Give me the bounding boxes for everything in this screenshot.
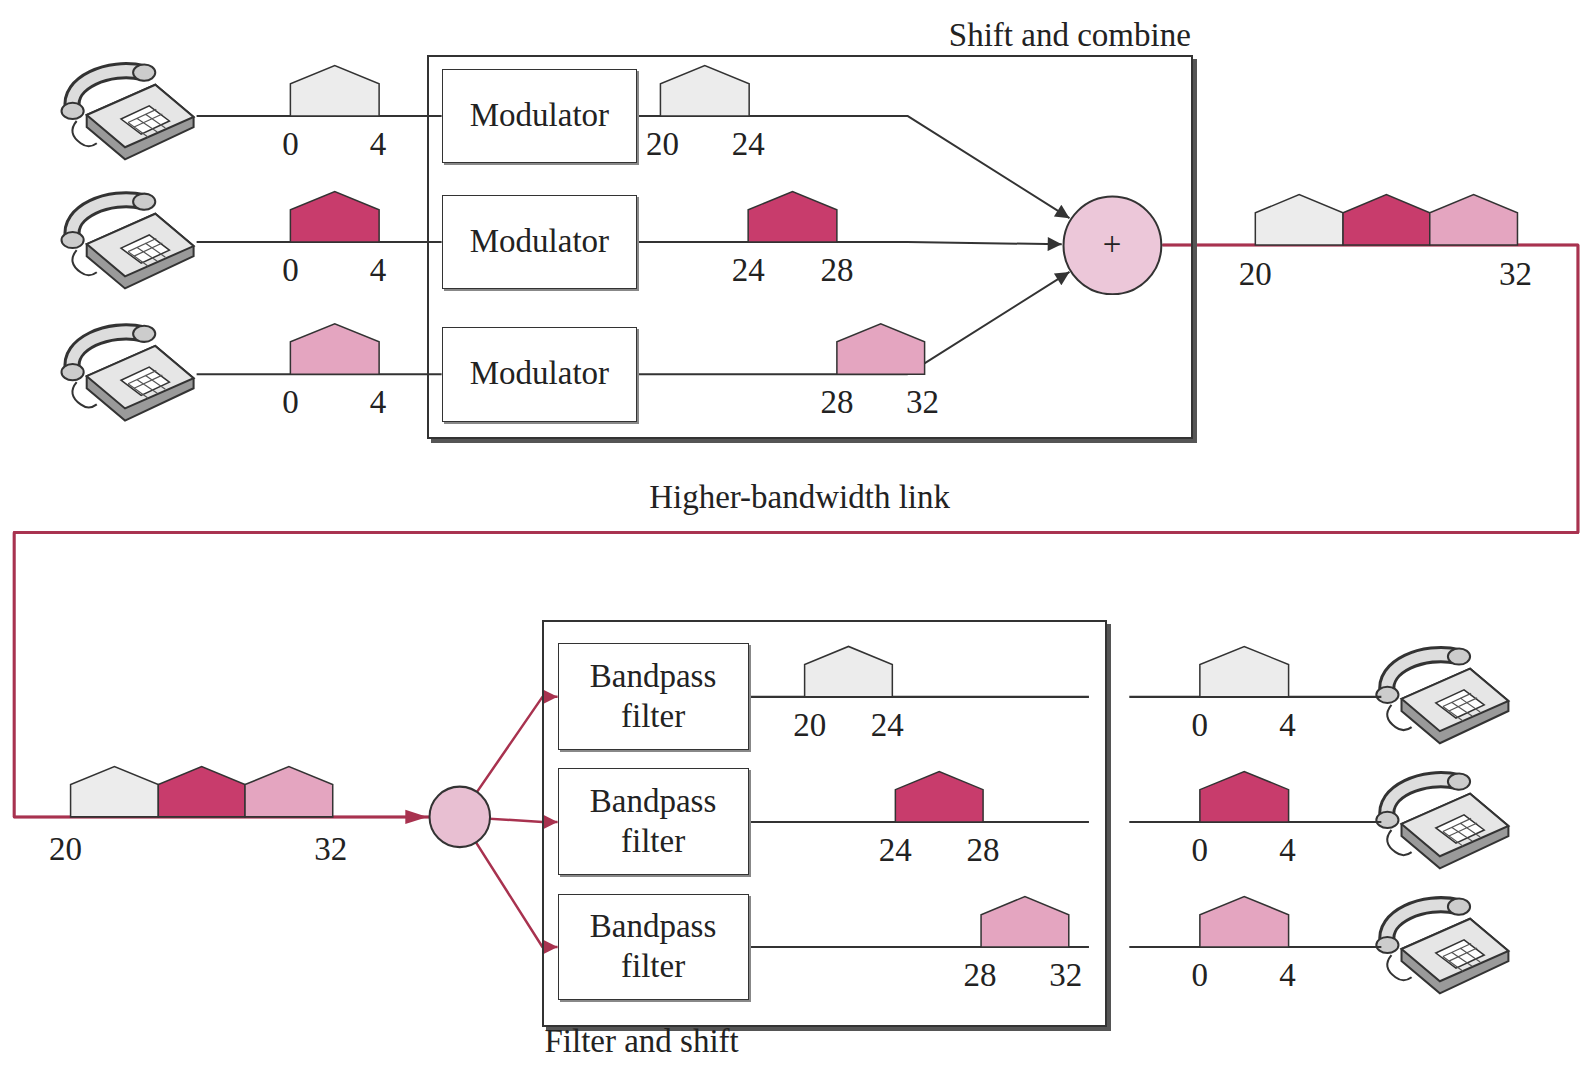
frequency-label: 24 (879, 832, 912, 868)
frequency-label: 0 (1192, 832, 1209, 868)
splitter-circle (430, 787, 490, 848)
frequency-label: 20 (49, 831, 82, 867)
spectrum-shape (290, 66, 379, 116)
frequency-label: 20 (646, 126, 679, 162)
filter-shift-panel: Filter and shiftBandpass filterBandpass … (542, 620, 1107, 1026)
link-connector (14, 245, 1578, 947)
adder-outline (1063, 196, 1161, 294)
node-label: Modulator (470, 96, 609, 136)
spectrum-shape (71, 766, 159, 816)
frequency-label: 0 (1192, 957, 1209, 993)
frequency-label: 20 (793, 707, 826, 743)
node-label: Bandpass filter (569, 907, 738, 986)
spectrum-shape (837, 324, 925, 374)
telephone-icon (62, 326, 194, 421)
spectrum-shape (1430, 195, 1518, 245)
node-label: Bandpass filter (569, 782, 738, 861)
spectrum-shape (1200, 897, 1289, 947)
bandpass-filter-box: Bandpass filter (558, 894, 749, 1001)
frequency-label: 4 (1279, 957, 1296, 993)
frequency-label: 4 (1279, 832, 1296, 868)
modulator-box: Modulator (442, 195, 638, 290)
spectrum-shape (1255, 195, 1343, 245)
modulator-box: Modulator (442, 327, 638, 422)
spectrum-shape (981, 897, 1069, 947)
adder-circle: + (1062, 195, 1163, 296)
spectrum-shape (245, 766, 333, 816)
spectrum-shape (895, 771, 983, 821)
frequency-label: 4 (370, 384, 387, 420)
telephone-icon (62, 65, 194, 160)
telephone-icon (1376, 899, 1508, 994)
frequency-label: 4 (1279, 707, 1296, 743)
spectrum-shape (805, 646, 893, 696)
spectrum-shape (660, 66, 749, 116)
frequency-label: 32 (314, 831, 347, 867)
link-arrowhead (405, 810, 427, 824)
filter-output-wire (746, 696, 1089, 698)
node-label: Bandpass filter (569, 657, 738, 736)
spectrum-shape (1200, 771, 1289, 821)
frequency-label: 28 (967, 832, 1000, 868)
frequency-label: 28 (964, 957, 997, 993)
spectrum-shape (158, 766, 245, 816)
frequency-label: 24 (732, 126, 765, 162)
frequency-label: 24 (732, 252, 765, 288)
frequency-label: 0 (282, 126, 299, 162)
panel-heading: Shift and combine (949, 17, 1191, 53)
frequency-label: 0 (282, 384, 299, 420)
node-label: Modulator (470, 222, 609, 262)
modulator-box: Modulator (442, 69, 638, 164)
frequency-label: 32 (1499, 256, 1532, 292)
node-label: + (1103, 225, 1122, 265)
spectrum-shape (1200, 646, 1289, 696)
signal-arrow (637, 242, 1062, 244)
link-connector (14, 245, 1578, 817)
link-label: Higher-bandwidth link (649, 479, 950, 515)
node-label: Modulator (470, 354, 609, 394)
frequency-label: 4 (370, 252, 387, 288)
spectrum-shape (748, 192, 837, 242)
bandpass-filter-box: Bandpass filter (558, 768, 749, 875)
frequency-label: 24 (871, 707, 904, 743)
frequency-label: 28 (820, 252, 853, 288)
spectrum-shape (290, 324, 379, 374)
frequency-label: 28 (820, 384, 853, 420)
frequency-label: 32 (1049, 957, 1082, 993)
shift-combine-panel: Shift and combineModulatorModulatorModul… (427, 55, 1193, 438)
signal-arrow (637, 116, 1069, 218)
telephone-icon (1376, 774, 1508, 869)
spectrum-shape (1343, 195, 1430, 245)
bandpass-filter-box: Bandpass filter (558, 643, 749, 750)
telephone-icon (62, 194, 194, 289)
frequency-label: 20 (1239, 256, 1272, 292)
frequency-label: 4 (370, 126, 387, 162)
spectrum-shape (290, 192, 379, 242)
telephone-icon (1376, 648, 1508, 743)
frequency-label: 0 (1192, 707, 1209, 743)
frequency-label: 32 (906, 384, 939, 420)
panel-heading: Filter and shift (544, 1023, 738, 1059)
frequency-label: 0 (282, 252, 299, 288)
